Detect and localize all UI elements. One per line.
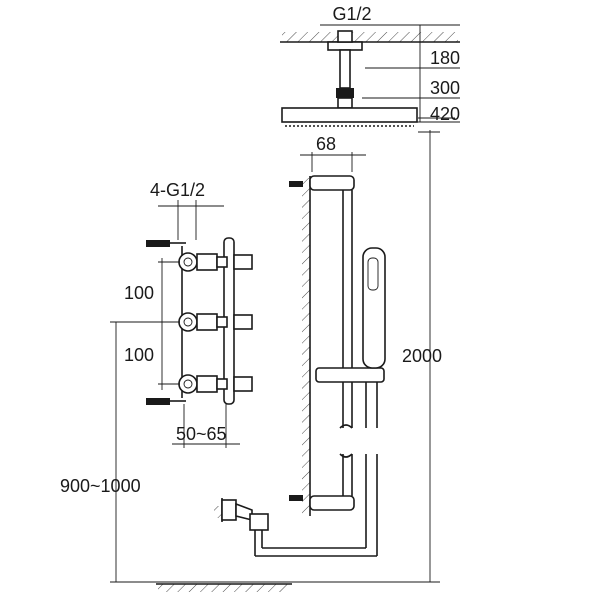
dim-420: 420 <box>430 104 460 124</box>
top-dimension-lines <box>320 24 460 123</box>
shower-hose <box>254 382 378 557</box>
dim-depth: 50~65 <box>176 424 227 444</box>
dim-68-lines <box>300 152 366 172</box>
dim-valve-height: 900~1000 <box>60 476 141 496</box>
dim-spacing-2: 100 <box>124 345 154 365</box>
dim-spacing-1: 100 <box>124 283 154 303</box>
dim-2000-lines <box>418 130 440 582</box>
dim-300: 300 <box>430 78 460 98</box>
dim-thread-valves: 4-G1/2 <box>150 180 205 200</box>
dim-thread-top: G1/2 <box>332 4 371 24</box>
slide-bar <box>309 175 385 511</box>
dim-2000: 2000 <box>402 346 442 366</box>
rain-shower-head <box>281 107 418 127</box>
dim-68: 68 <box>316 134 336 154</box>
inlet-fittings <box>146 240 186 405</box>
valve-middle <box>178 312 253 332</box>
dim-180: 180 <box>430 48 460 68</box>
ceiling-arm <box>327 30 363 109</box>
floor <box>110 581 440 592</box>
wall-right <box>302 176 311 516</box>
wall-outlet <box>214 498 269 531</box>
valve-bottom <box>178 374 253 394</box>
dim-spacing-lines <box>158 258 180 390</box>
wall-screws <box>289 181 303 501</box>
ceiling <box>280 32 460 43</box>
dim-depth-lines <box>172 404 240 448</box>
valve-top <box>178 252 253 272</box>
dim-valve-height-lines <box>110 321 158 582</box>
hand-shower <box>362 247 386 369</box>
dim-thread-valves-lines <box>158 200 224 240</box>
